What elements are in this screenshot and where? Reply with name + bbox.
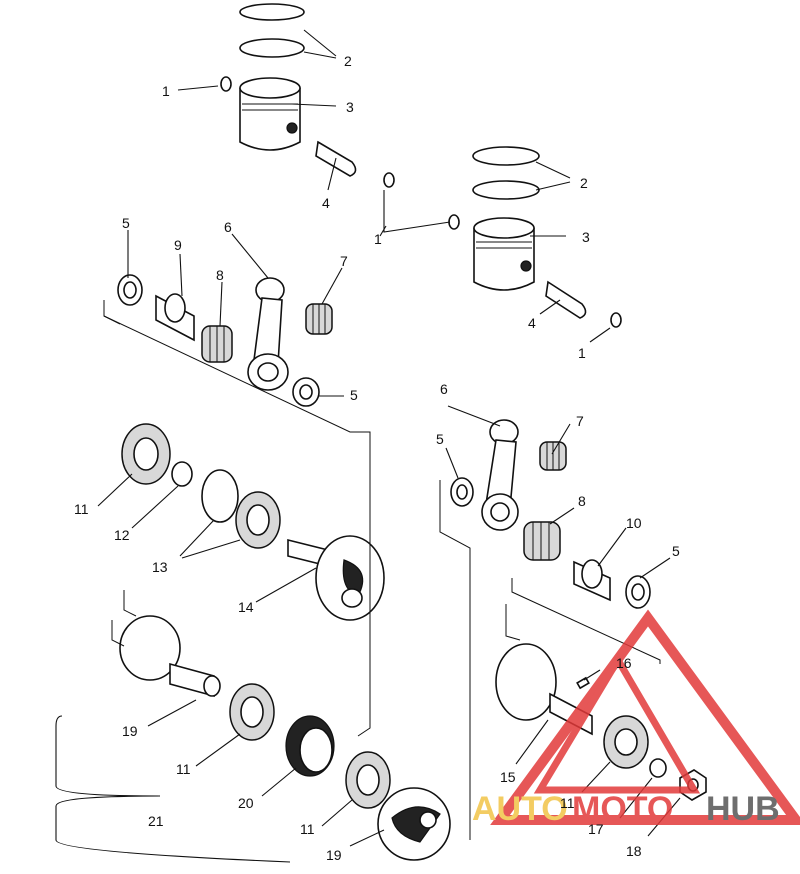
right-circlip-a	[448, 214, 460, 230]
right-piston	[473, 217, 535, 291]
right-circlip-b	[610, 312, 622, 328]
callout-8: 8	[216, 267, 224, 283]
callout-12: 12	[114, 527, 130, 543]
right-needle-bearing-8	[523, 521, 561, 561]
leader-lines	[97, 29, 681, 847]
labyrinth-seal-20	[285, 715, 335, 777]
callout-5: 5	[672, 543, 680, 559]
snap-ring-13	[201, 469, 239, 523]
left-piston	[239, 77, 301, 151]
callout-1: 1	[374, 231, 382, 247]
main-bearing-11-mid	[229, 683, 275, 741]
watermark-text-moto: MOTO	[572, 790, 673, 828]
callout-1: 1	[162, 83, 170, 99]
callout-6: 6	[224, 219, 232, 235]
callout-14: 14	[238, 599, 254, 615]
callout-11: 11	[74, 501, 89, 517]
watermark-text-hub: HUB	[706, 790, 780, 828]
automotohub-watermark: AUTO MOTO HUB	[472, 609, 800, 828]
callout-21: 21	[148, 813, 164, 829]
callout-3: 3	[582, 229, 590, 245]
callout-18: 18	[626, 843, 642, 859]
main-bearing-13	[235, 491, 281, 549]
callout-19: 19	[122, 723, 138, 739]
right-needle-bearing-7	[539, 441, 567, 471]
callout-2: 2	[580, 175, 588, 191]
main-bearing-11-low	[345, 751, 391, 809]
callout-4: 4	[528, 315, 536, 331]
callout-10: 10	[626, 515, 642, 531]
callout-5: 5	[122, 215, 130, 231]
callout-11: 11	[300, 821, 315, 837]
callout-2: 2	[344, 53, 352, 69]
callout-17: 17	[588, 821, 604, 837]
washer-17	[649, 758, 667, 778]
callout-15: 15	[500, 769, 516, 785]
left-circlip-b	[383, 172, 395, 188]
right-piston-pin	[545, 280, 587, 319]
crank-half-15	[495, 643, 593, 736]
left-piston-rings	[239, 3, 305, 58]
left-circlip-a	[220, 76, 232, 92]
left-connecting-rod	[247, 277, 289, 391]
callout-5: 5	[436, 431, 444, 447]
callout-1: 1	[578, 345, 586, 361]
callout-4: 4	[322, 195, 330, 211]
callout-16: 16	[616, 655, 632, 671]
callout-3: 3	[346, 99, 354, 115]
left-needle-bearing-7	[305, 303, 333, 335]
callout-6: 6	[440, 381, 448, 397]
main-bearing-11-top	[121, 423, 171, 485]
callout-11: 11	[560, 795, 575, 811]
callout-20: 20	[238, 795, 254, 811]
left-needle-bearing-8	[201, 325, 233, 363]
crank-half-14	[287, 535, 385, 621]
watermark-text-auto: AUTO	[472, 790, 568, 828]
callout-7: 7	[576, 413, 584, 429]
watermark-triangle-outer	[490, 609, 800, 825]
main-bearing-11-right	[603, 715, 649, 769]
callout-7: 7	[340, 253, 348, 269]
callout-19: 19	[326, 847, 342, 863]
callout-8: 8	[578, 493, 586, 509]
callouts: 1 2 3 4 1 2 3 4 1 5 9 6 8 7 5 6 7 5 8 10…	[74, 53, 680, 863]
callout-11: 11	[176, 761, 191, 777]
seal-ring-12	[171, 461, 193, 487]
right-connecting-rod	[481, 419, 519, 531]
right-piston-rings	[472, 146, 540, 200]
callout-13: 13	[152, 559, 168, 575]
crank-half-19-upper	[119, 615, 221, 698]
watermark-triangle-inner	[533, 653, 701, 794]
left-rod-group	[117, 274, 333, 407]
crank-half-19-lower	[377, 787, 451, 861]
callout-5: 5	[350, 387, 358, 403]
callout-9: 9	[174, 237, 182, 253]
right-rod-group	[450, 419, 651, 609]
